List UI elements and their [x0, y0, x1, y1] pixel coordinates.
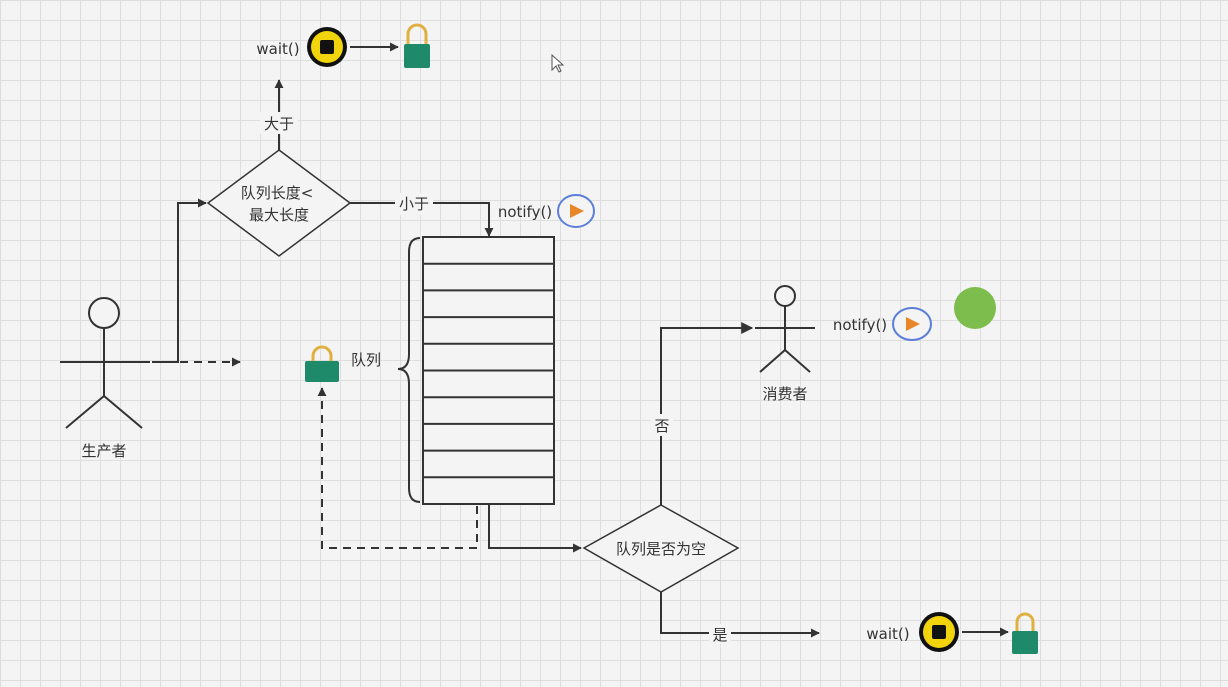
- queue-label: 队列: [351, 351, 381, 369]
- play-icon: [892, 307, 932, 341]
- stop-icon: [919, 612, 959, 652]
- queue-brace: [397, 237, 421, 503]
- greater-label: 大于: [264, 115, 294, 133]
- queue-to-lock-dashed-connector: [317, 387, 478, 549]
- yes-connector: [660, 592, 820, 638]
- notify-consumer-label: notify(): [833, 316, 887, 334]
- green-dot: [954, 287, 996, 329]
- producer-label: 生产者: [81, 442, 126, 460]
- producer-to-condition-connector: [152, 198, 207, 363]
- cursor-icon: [551, 53, 565, 73]
- less-label: 小于: [399, 195, 429, 213]
- notify-top-label: notify(): [498, 203, 552, 221]
- consumer-actor: [755, 285, 815, 373]
- wait-bottom-label: wait(): [866, 625, 909, 643]
- condition-label-line1: 队列长度<: [241, 184, 314, 202]
- less-label-background: [395, 193, 433, 215]
- queue-container: [422, 236, 555, 505]
- producer-actor: [60, 297, 150, 429]
- queue-slots: [423, 262, 554, 479]
- no-label-background: [651, 414, 673, 436]
- yes-label: 是: [712, 626, 727, 644]
- stop-icon: [307, 27, 347, 67]
- yes-label-background: [709, 624, 731, 644]
- play-icon: [557, 194, 595, 228]
- lock-icon: [305, 345, 339, 382]
- wait-top-label: wait(): [256, 40, 299, 58]
- no-connector: [660, 322, 754, 505]
- greater-label-background: [260, 112, 298, 134]
- no-label: 否: [654, 417, 669, 435]
- queue-to-empty-check-connector: [488, 504, 582, 553]
- lock-icon: [1012, 612, 1038, 654]
- empty-check-label: 队列是否为空: [616, 540, 706, 558]
- lock-icon: [404, 23, 430, 68]
- condition-label-line2: 最大长度: [249, 206, 309, 224]
- consumer-label: 消费者: [762, 385, 807, 403]
- queue-length-condition-diamond: [206, 149, 352, 257]
